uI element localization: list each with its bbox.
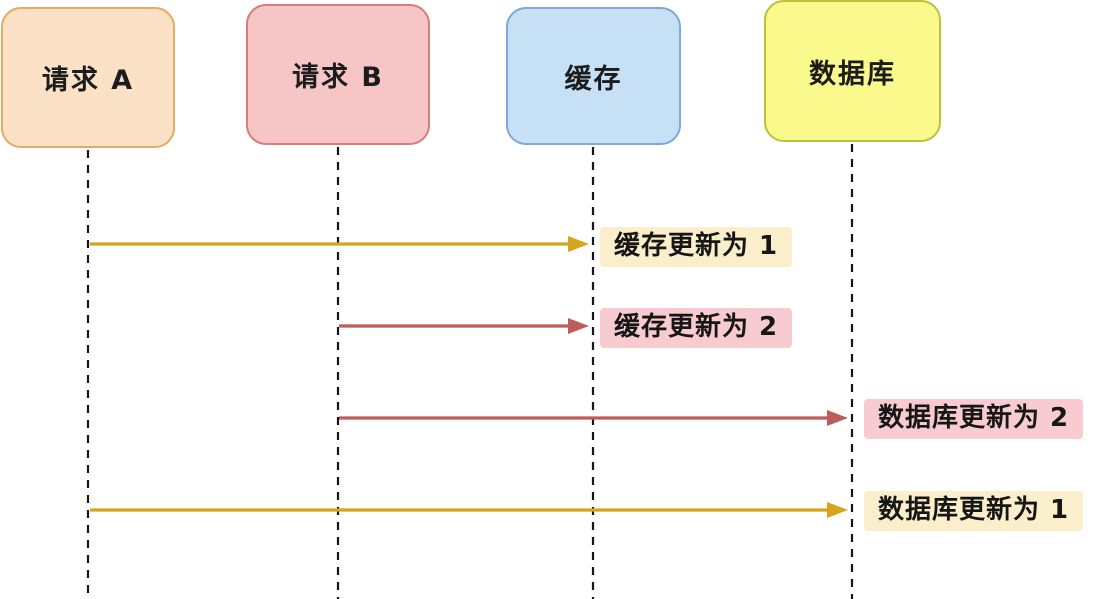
event-label-text: 缓存更新为 2 xyxy=(614,312,779,342)
arrow-database-update-2 xyxy=(339,410,848,426)
event-label-cache-update-2: 缓存更新为 2 xyxy=(600,308,793,348)
arrow-head-icon xyxy=(827,502,848,518)
event-label-database-update-2: 数据库更新为 2 xyxy=(864,399,1084,439)
arrow-head-icon xyxy=(827,410,848,426)
actor-label-request-b: 请求 B xyxy=(292,62,384,93)
actor-box-cache: 缓存 xyxy=(506,7,681,145)
actor-label-cache: 缓存 xyxy=(564,63,623,95)
event-label-text: 数据库更新为 2 xyxy=(878,403,1070,433)
event-label-database-update-1: 数据库更新为 1 xyxy=(864,491,1084,531)
actor-box-request-b: 请求 B xyxy=(246,4,430,145)
arrow-cache-update-1 xyxy=(90,236,589,252)
event-label-cache-update-1: 缓存更新为 1 xyxy=(600,227,793,267)
actor-label-request-a: 请求 A xyxy=(41,65,135,96)
actor-box-request-a: 请求 A xyxy=(1,7,175,148)
event-label-text: 缓存更新为 1 xyxy=(614,231,779,261)
actor-box-database: 数据库 xyxy=(764,0,941,142)
arrow-database-update-1 xyxy=(90,502,848,518)
actor-label-database: 数据库 xyxy=(809,58,896,90)
arrow-cache-update-2 xyxy=(339,318,589,334)
event-label-text: 数据库更新为 1 xyxy=(878,495,1070,525)
arrow-head-icon xyxy=(568,318,589,334)
arrow-head-icon xyxy=(568,236,589,252)
